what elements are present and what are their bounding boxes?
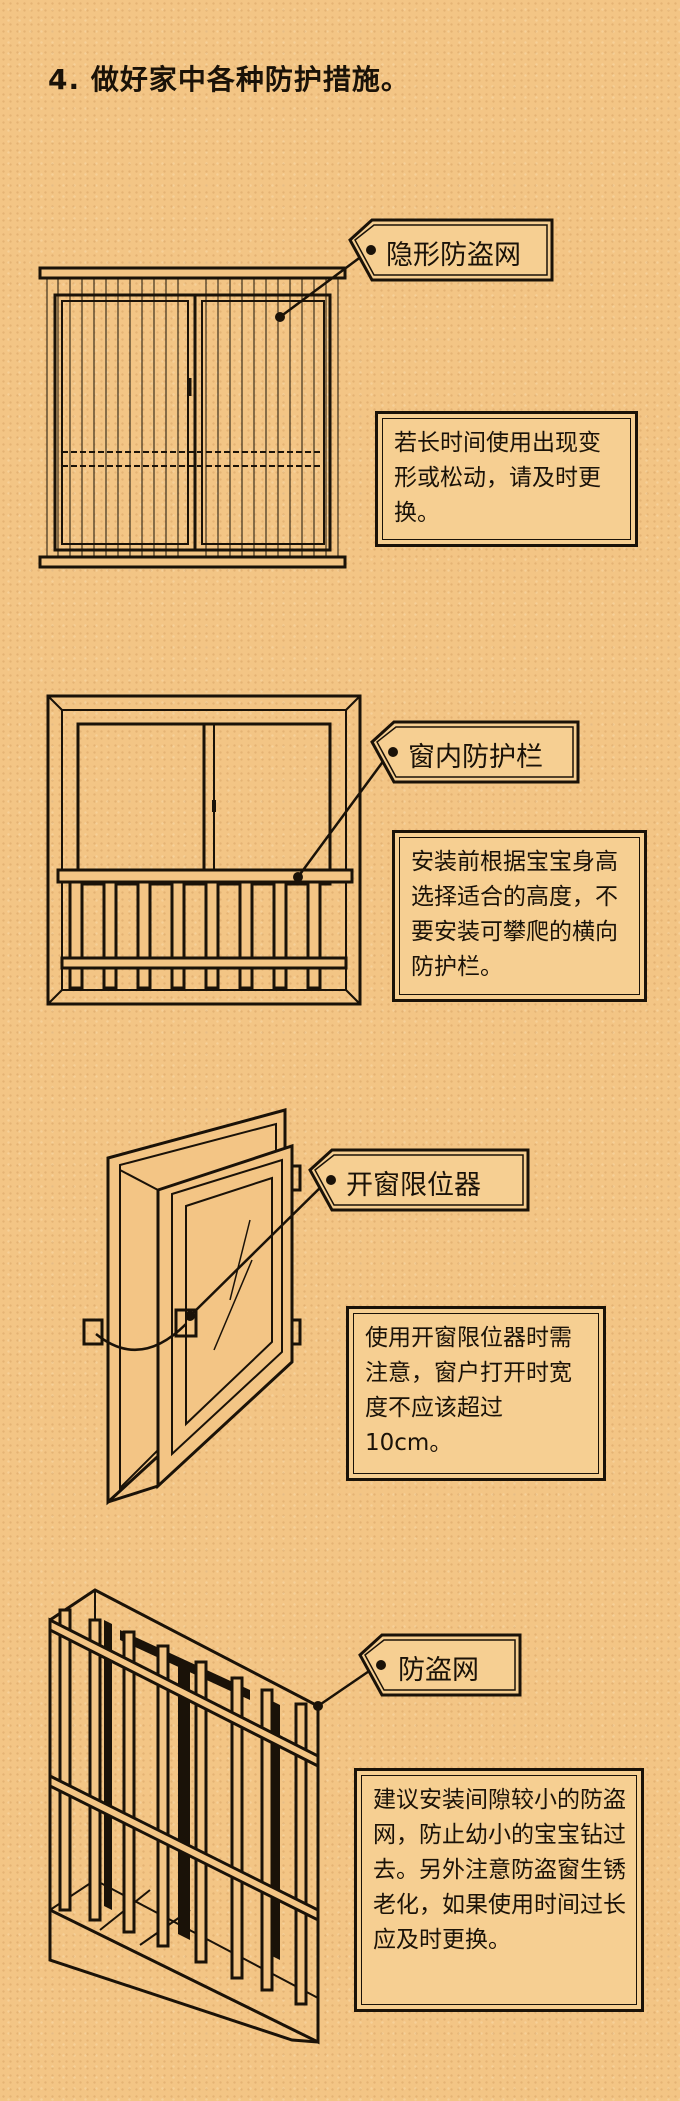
- tag-label: 防盗网: [398, 1655, 479, 1686]
- tag-shape: [348, 218, 554, 282]
- note-box: 安装前根据宝宝身高选择适合的高度，不要安装可攀爬的横向防护栏。: [392, 830, 647, 1002]
- note-text: 使用开窗限位器时需注意，窗户打开时宽度不应该超过10cm。: [365, 1325, 572, 1456]
- window-icon: [38, 218, 554, 569]
- note-text: 建议安装间隙较小的防盗网，防止幼小的宝宝钻过去。另外注意防盗窗生锈老化，如果使用…: [373, 1787, 626, 1953]
- note-box: 建议安装间隙较小的防盗网，防止幼小的宝宝钻过去。另外注意防盗窗生锈老化，如果使用…: [354, 1768, 644, 2012]
- tag-label: 窗内防护栏: [408, 742, 543, 773]
- section-window-limiter: 开窗限位器 使用开窗限位器时需注意，窗户打开时宽度不应该超过10cm。: [0, 1108, 680, 1510]
- section-window-guard: 窗内防护栏 安装前根据宝宝身高选择适合的高度，不要安装可攀爬的横向防护栏。: [0, 690, 680, 1030]
- tag-label: 开窗限位器: [346, 1170, 481, 1201]
- note-box: 若长时间使用出现变形或松动，请及时更换。: [375, 411, 638, 547]
- window-guard-icon: [46, 694, 580, 1006]
- note-box: 使用开窗限位器时需注意，窗户打开时宽度不应该超过10cm。: [346, 1306, 606, 1481]
- security-grille-icon: [48, 1588, 522, 2045]
- window-limiter-icon: [82, 1108, 530, 1506]
- section-security-grille: 防盗网 建议安装间隙较小的防盗网，防止幼小的宝宝钻过去。另外注意防盗窗生锈老化，…: [0, 1580, 680, 2050]
- page-heading: 4. 做好家中各种防护措施。: [48, 63, 410, 96]
- note-text: 安装前根据宝宝身高选择适合的高度，不要安装可攀爬的横向防护栏。: [411, 849, 618, 980]
- section-invisible-net: 隐形防盗网 若长时间使用出现变形或松动，请及时更换。: [0, 200, 680, 580]
- tag-label: 隐形防盗网: [386, 240, 521, 271]
- note-text: 若长时间使用出现变形或松动，请及时更换。: [394, 430, 601, 526]
